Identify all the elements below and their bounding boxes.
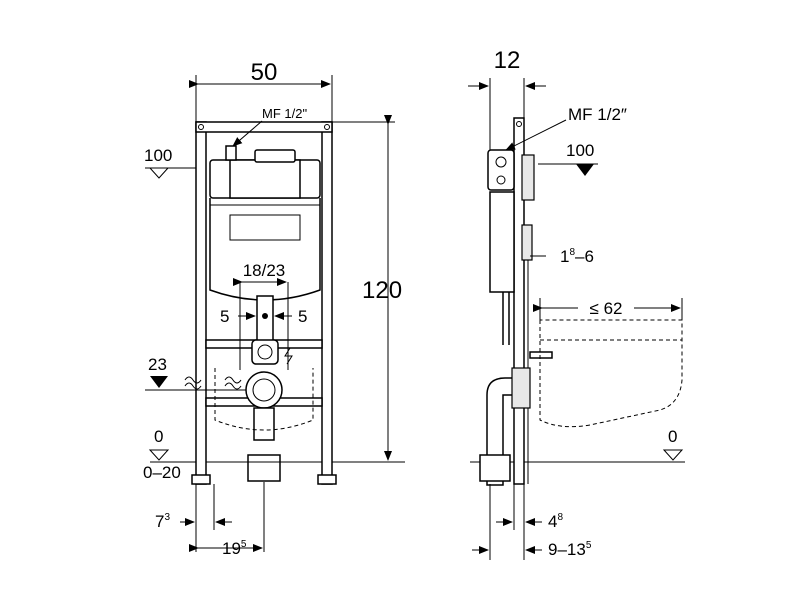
bowl-outline (539, 319, 683, 428)
front-floor-level-marker (148, 449, 170, 461)
side-frame-upright (513, 117, 525, 485)
side-cistern-top (487, 149, 515, 191)
front-top-level-label: 100 (144, 146, 172, 165)
waste-level-label: 23 (148, 355, 167, 374)
left-offset-label: 5 (220, 307, 229, 326)
side-top-level-marker (576, 164, 594, 176)
foot-depth-label: 48 (548, 512, 563, 531)
side-view: 12 MF 1/2″ 100 18–6 ≤ 62 0 48 9–135 (468, 47, 685, 560)
waste-outlet (245, 371, 283, 409)
bend-fitting (251, 339, 279, 365)
frame-top-rail (195, 121, 333, 133)
frame-left-upright (195, 121, 207, 485)
front-top-level-marker (149, 167, 169, 179)
supply-wave-right (224, 376, 242, 384)
side-floor-level-marker (662, 449, 684, 461)
flush-plate (521, 154, 535, 201)
wall-range-label: 18–6 (560, 247, 594, 266)
cistern-body (209, 198, 321, 301)
side-top-level-label: 100 (566, 141, 594, 160)
side-floor-level-label: 0 (668, 427, 677, 446)
floor-range-label: 0–20 (143, 463, 181, 482)
adjust-range-label: 9–135 (548, 540, 592, 559)
foot-offset-label: 73 (155, 512, 170, 531)
frame-right-upright (321, 121, 333, 485)
waste-connector (247, 454, 281, 482)
flush-valve (254, 149, 296, 163)
right-offset-label: 5 (298, 307, 307, 326)
side-cistern-body (489, 191, 515, 293)
depth-label: 12 (494, 47, 521, 74)
width-label: 50 (251, 59, 278, 86)
front-floor-level-label: 0 (154, 427, 163, 446)
side-flush-pipe-label: MF 1/2″ (568, 105, 627, 124)
bolt (529, 351, 553, 359)
bowl-projection-label: ≤ 62 (590, 299, 623, 318)
height-label: 120 (362, 277, 402, 304)
waste-level-marker (150, 376, 168, 388)
center-offset-label: 195 (222, 539, 247, 558)
front-view: 50 MF 1/2" 100 120 18/23 5 5 23 0 0–20 (143, 59, 405, 558)
water-inlet (225, 145, 237, 161)
outlet-spacing-label: 18/23 (243, 261, 286, 280)
front-flush-pipe-label: MF 1/2" (262, 106, 307, 121)
supply-wave-left (184, 376, 202, 384)
